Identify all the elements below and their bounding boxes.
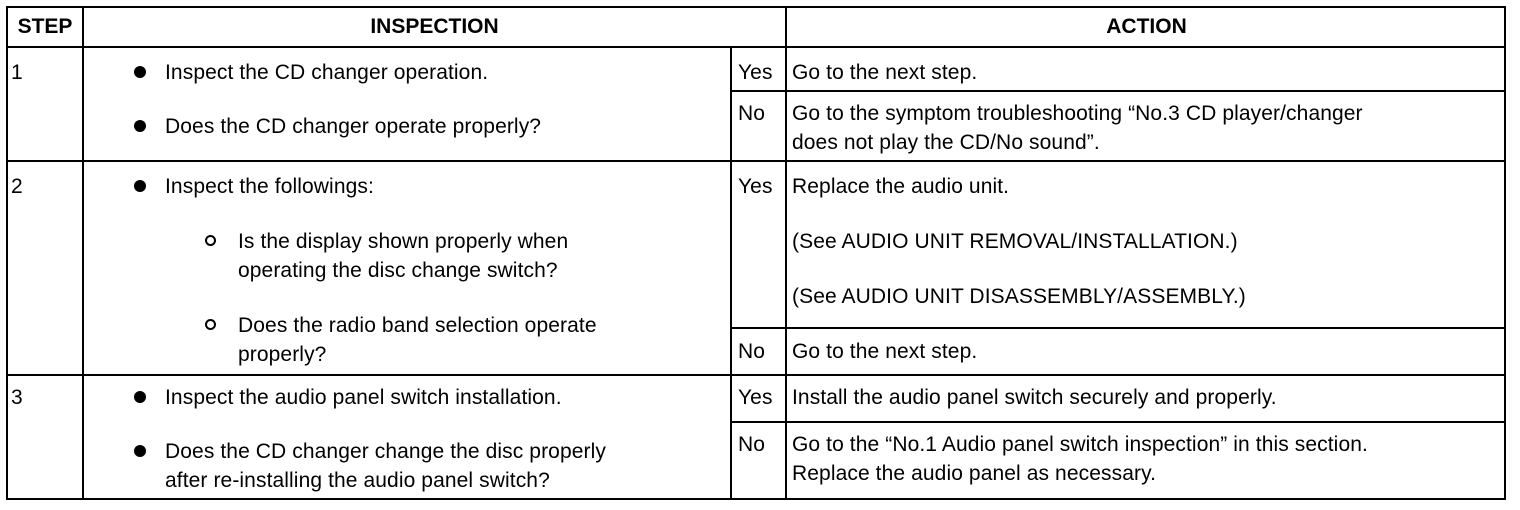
header-action: ACTION: [1106, 15, 1187, 38]
header-divider: [6, 46, 1506, 48]
action-text: Go to the next step.: [792, 61, 978, 84]
action-text: Go to the next step.: [792, 340, 978, 363]
step-divider: [6, 374, 1506, 376]
sub-bullet-icon: [205, 235, 216, 246]
bullet-icon: [134, 120, 146, 132]
outcome-divider: [730, 421, 1506, 423]
inspection-subitem: Is the display shown properly when: [238, 230, 569, 253]
bullet-icon: [134, 66, 146, 78]
outcome-divider: [730, 327, 1506, 329]
step-divider: [6, 160, 1506, 162]
inspection-subitem: Does the radio band selection operate: [238, 314, 597, 337]
inspection-item: Inspect the CD changer operation.: [165, 61, 489, 84]
outcome-answer: Yes: [738, 386, 773, 409]
inspection-item: Inspect the audio panel switch installat…: [165, 386, 562, 409]
action-text: Replace the audio unit.: [792, 175, 1010, 198]
inspection-item: Does the CD changer operate properly?: [165, 115, 542, 138]
action-text: (See AUDIO UNIT DISASSEMBLY/ASSEMBLY.): [792, 285, 1246, 308]
header-inspection: INSPECTION: [370, 15, 499, 38]
action-text: Replace the audio panel as necessary.: [792, 462, 1157, 485]
inspection-item: after re-installing the audio panel swit…: [165, 469, 550, 492]
outcome-answer: No: [738, 340, 766, 363]
step-number: 2: [11, 175, 23, 198]
header-step: STEP: [17, 15, 73, 38]
action-text: does not play the CD/No sound”.: [792, 131, 1100, 154]
outcome-divider: [730, 90, 1506, 92]
bullet-icon: [134, 391, 146, 403]
step-number: 3: [11, 386, 23, 409]
action-text: Go to the symptom troubleshooting “No.3 …: [792, 102, 1363, 125]
column-divider: [730, 46, 732, 500]
step-number: 1: [11, 61, 23, 84]
bullet-icon: [134, 445, 146, 457]
action-text: Install the audio panel switch securely …: [792, 386, 1277, 409]
outcome-answer: No: [738, 102, 766, 125]
outcome-answer: Yes: [738, 175, 773, 198]
action-text: (See AUDIO UNIT REMOVAL/INSTALLATION.): [792, 230, 1238, 253]
outcome-answer: Yes: [738, 61, 773, 84]
column-divider: [785, 6, 787, 500]
column-divider: [82, 6, 84, 500]
inspection-subitem: operating the disc change switch?: [238, 259, 558, 282]
inspection-subitem: properly?: [238, 343, 327, 366]
inspection-item: Inspect the followings:: [165, 175, 374, 198]
outcome-answer: No: [738, 433, 766, 456]
action-text: Go to the “No.1 Audio panel switch inspe…: [792, 433, 1368, 456]
bullet-icon: [134, 180, 146, 192]
sub-bullet-icon: [205, 319, 216, 330]
inspection-item: Does the CD changer change the disc prop…: [165, 440, 606, 463]
inspection-table: [6, 6, 1506, 500]
